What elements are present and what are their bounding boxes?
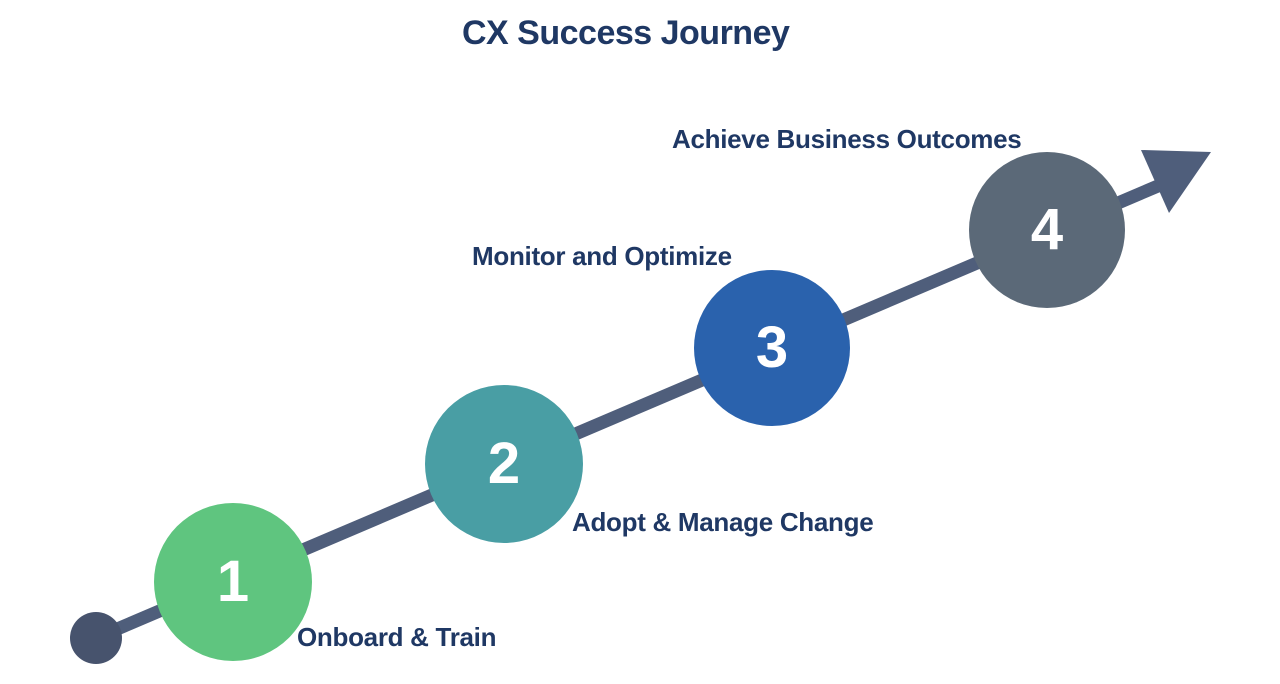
step-label-1: Onboard & Train: [297, 622, 497, 652]
step-number-2: 2: [487, 431, 521, 496]
page-title: CX Success Journey: [462, 14, 790, 52]
step-label-4: Achieve Business Outcomes: [672, 124, 1022, 154]
step-circle-4: 4: [969, 152, 1125, 308]
journey-start-dot: [70, 612, 122, 664]
journey-arrowhead-icon: [1141, 150, 1211, 213]
step-label-2: Adopt & Manage Change: [572, 507, 874, 537]
step-circle-2: 2: [425, 385, 583, 543]
step-number-1: 1: [216, 549, 250, 614]
step-number-3: 3: [755, 315, 789, 380]
step-circle-3: 3: [694, 270, 850, 426]
step-number-4: 4: [1030, 197, 1064, 262]
step-label-3: Monitor and Optimize: [472, 241, 732, 271]
step-circle-1: 1: [154, 503, 312, 661]
